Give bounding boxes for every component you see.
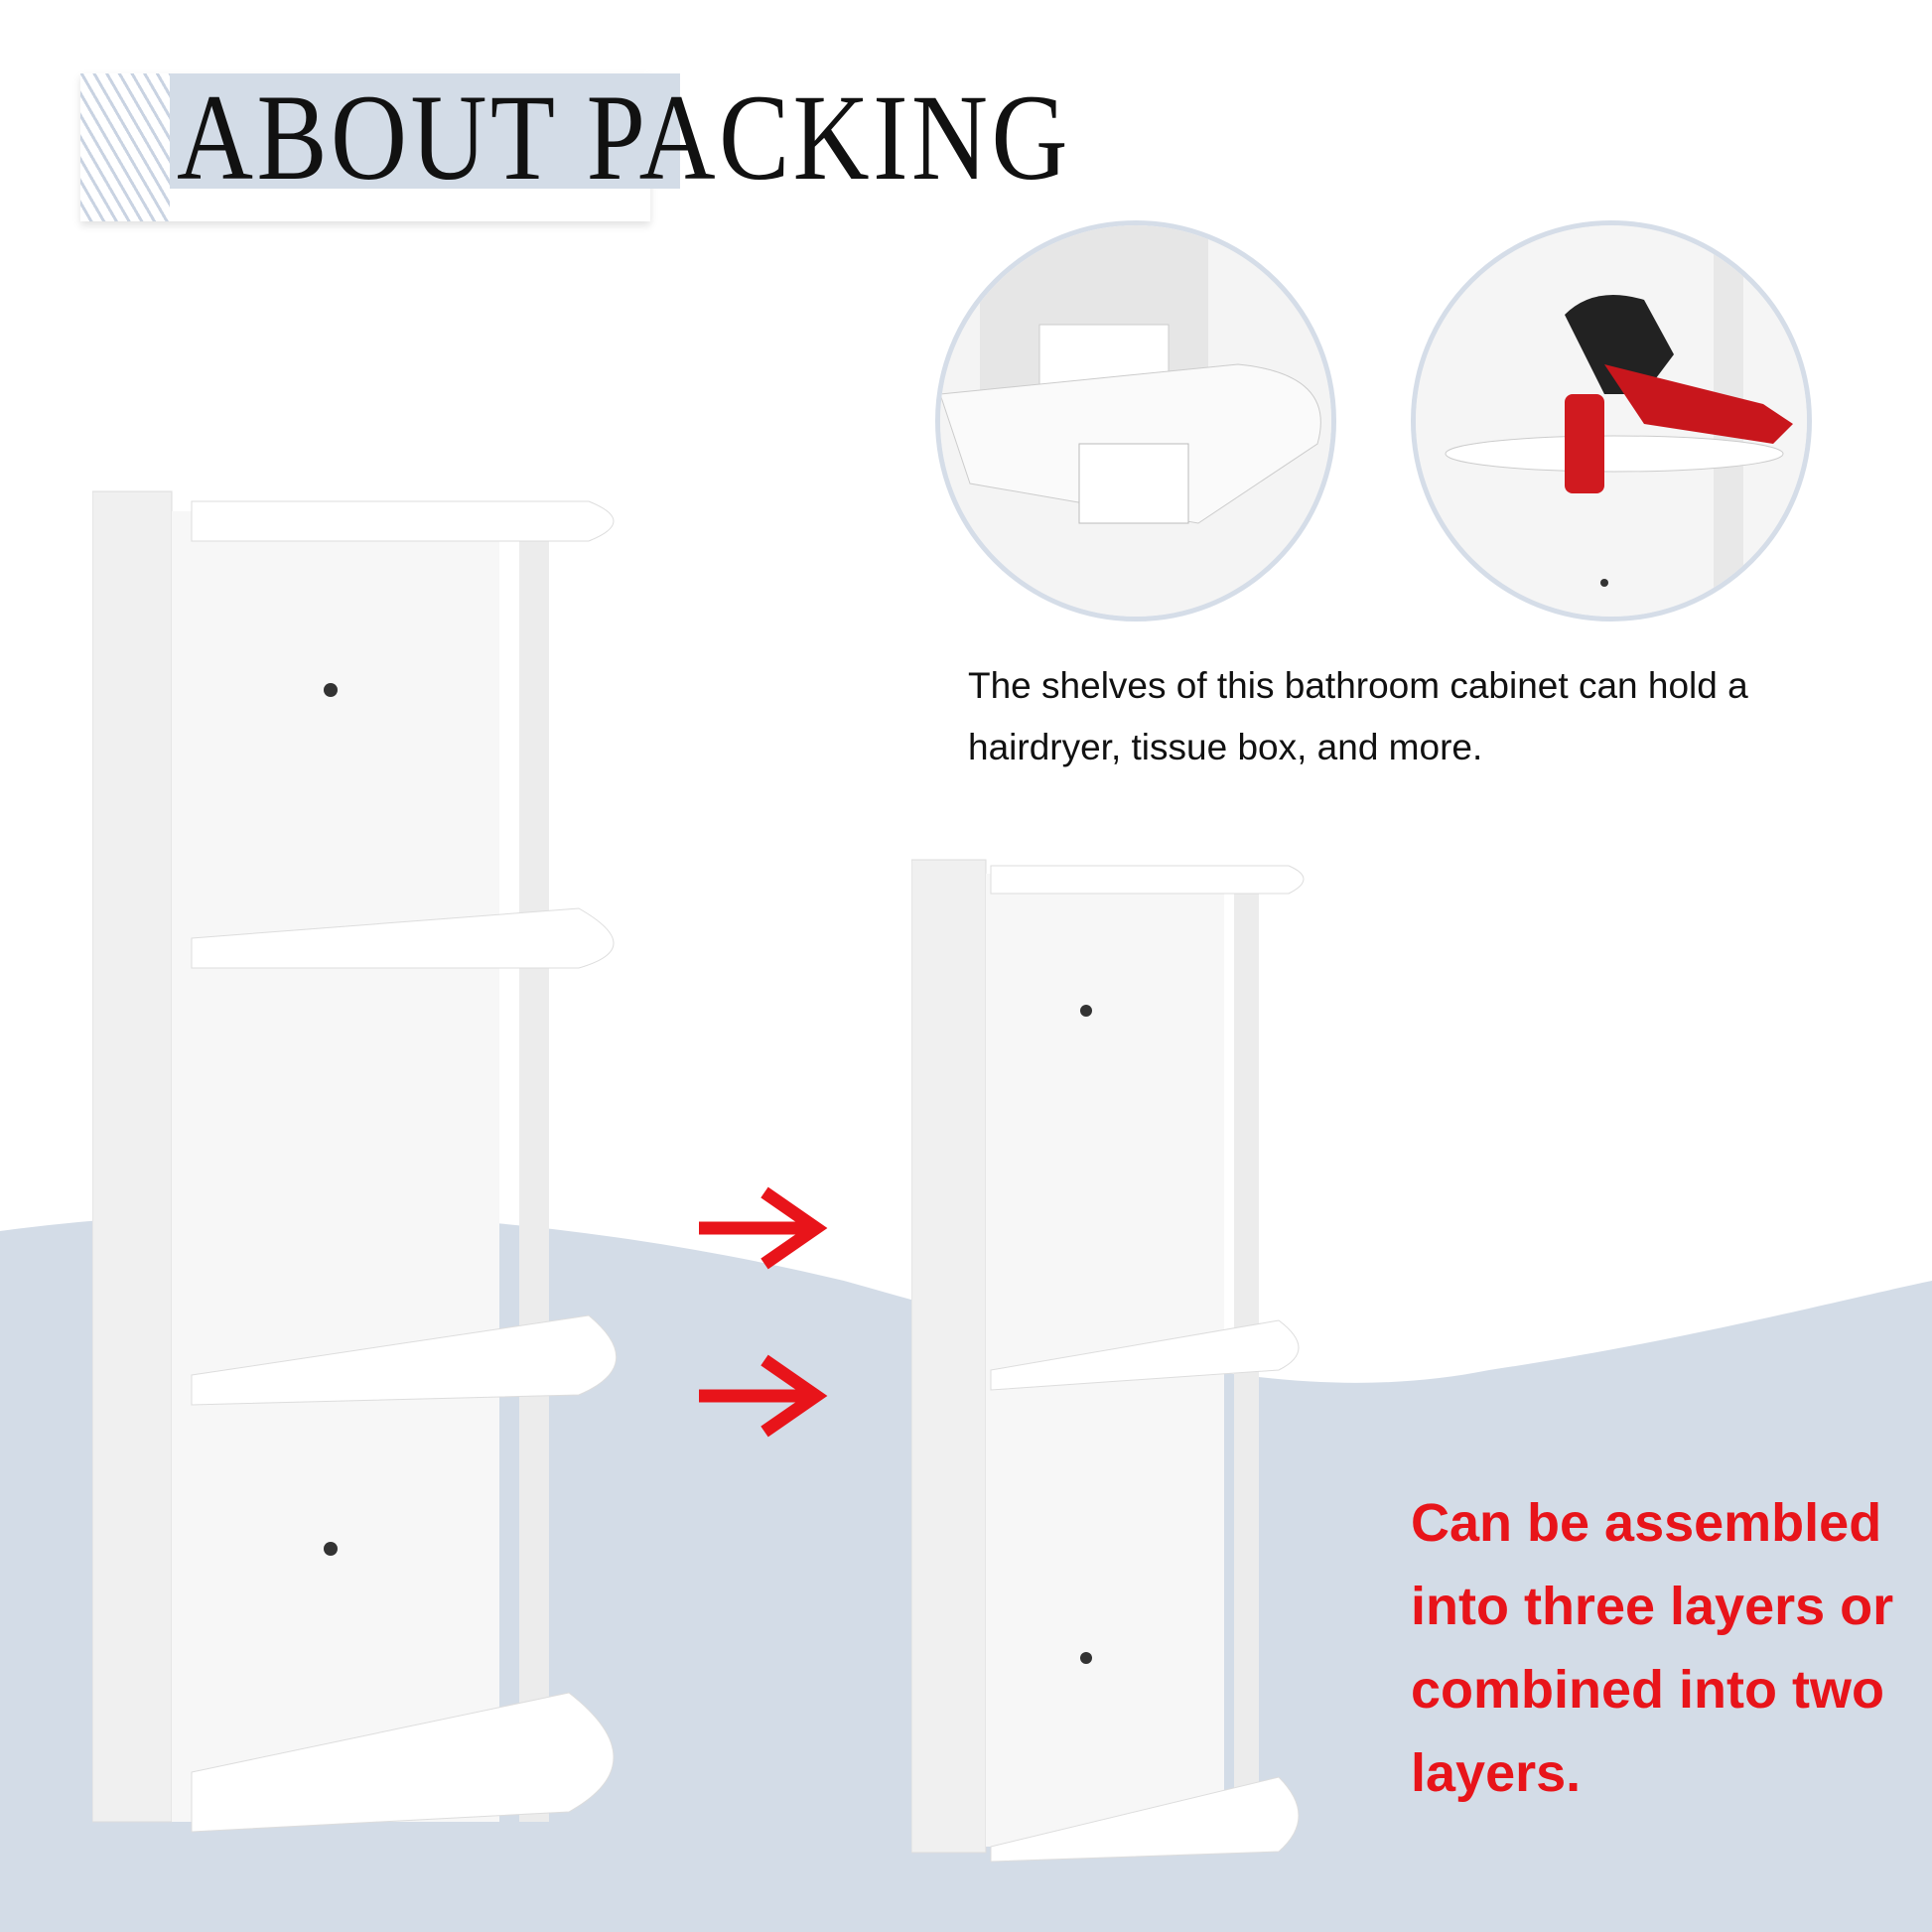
arrow-right-icon [699,1354,828,1438]
shelf-capacity-caption: The shelves of this bathroom cabinet can… [968,665,1748,767]
arrow-right-icon [699,1186,828,1270]
title-highlight [170,73,680,189]
assembly-note: Can be assembled into three layers or co… [1411,1493,1894,1803]
title-stripes [80,73,170,221]
tissue-box-detail-image [935,220,1336,621]
three-layer-cabinet-image [92,490,617,1833]
two-layer-cabinet-image [911,859,1305,1863]
hairdryer-detail-image [1411,220,1812,621]
page-title: ABOUT PACKING [177,69,1071,206]
